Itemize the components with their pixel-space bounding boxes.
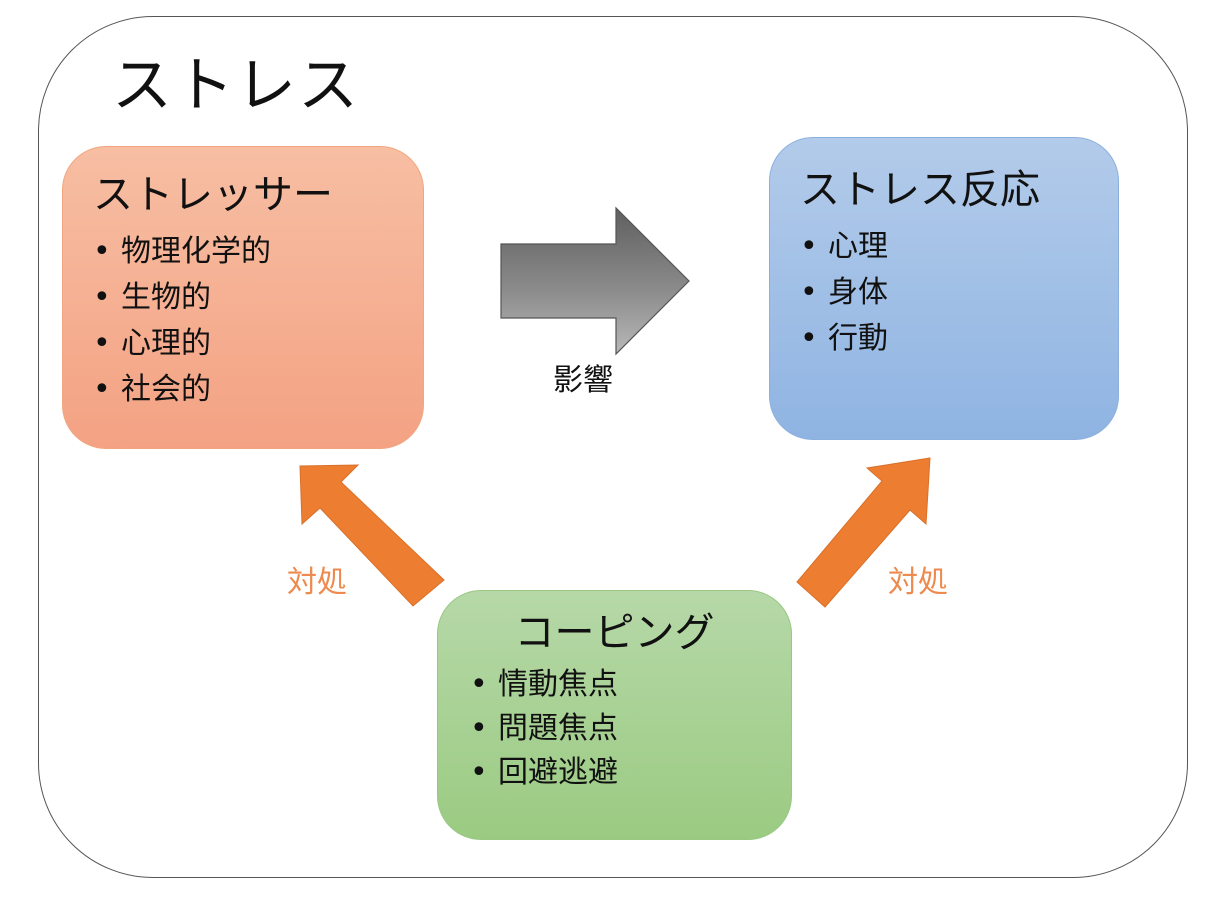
- list-item: 身体: [800, 270, 1094, 316]
- stress-frame: [38, 16, 1188, 878]
- stressor-title: ストレッサー: [93, 172, 333, 218]
- coping-list: 情動焦点 問題焦点 回避逃避: [470, 663, 767, 795]
- list-item: 情動焦点: [470, 663, 767, 707]
- cope-label-right: 対処: [888, 565, 948, 600]
- diagram-title: ストレス: [112, 51, 360, 121]
- stressor-box: ストレッサー 物理化学的 生物的 心理的 社会的: [62, 146, 424, 449]
- response-box: ストレス反応 心理 身体 行動: [769, 137, 1119, 440]
- list-item: 心理的: [93, 321, 399, 367]
- cope-arrow-left: [299, 464, 445, 607]
- influence-label: 影響: [553, 363, 613, 398]
- response-list: 心理 身体 行動: [800, 224, 1094, 362]
- list-item: 回避逃避: [470, 751, 767, 795]
- response-title: ストレス反応: [800, 167, 1040, 213]
- coping-box: コーピング 情動焦点 問題焦点 回避逃避: [437, 590, 792, 840]
- stressor-list: 物理化学的 生物的 心理的 社会的: [93, 229, 399, 413]
- coping-title: コーピング: [514, 610, 715, 656]
- list-item: 行動: [800, 316, 1094, 362]
- list-item: 物理化学的: [93, 229, 399, 275]
- cope-arrow-right: [796, 457, 931, 608]
- list-item: 社会的: [93, 367, 399, 413]
- list-item: 生物的: [93, 275, 399, 321]
- cope-label-left: 対処: [287, 565, 347, 600]
- list-item: 心理: [800, 224, 1094, 270]
- influence-arrow: [500, 206, 690, 356]
- list-item: 問題焦点: [470, 707, 767, 751]
